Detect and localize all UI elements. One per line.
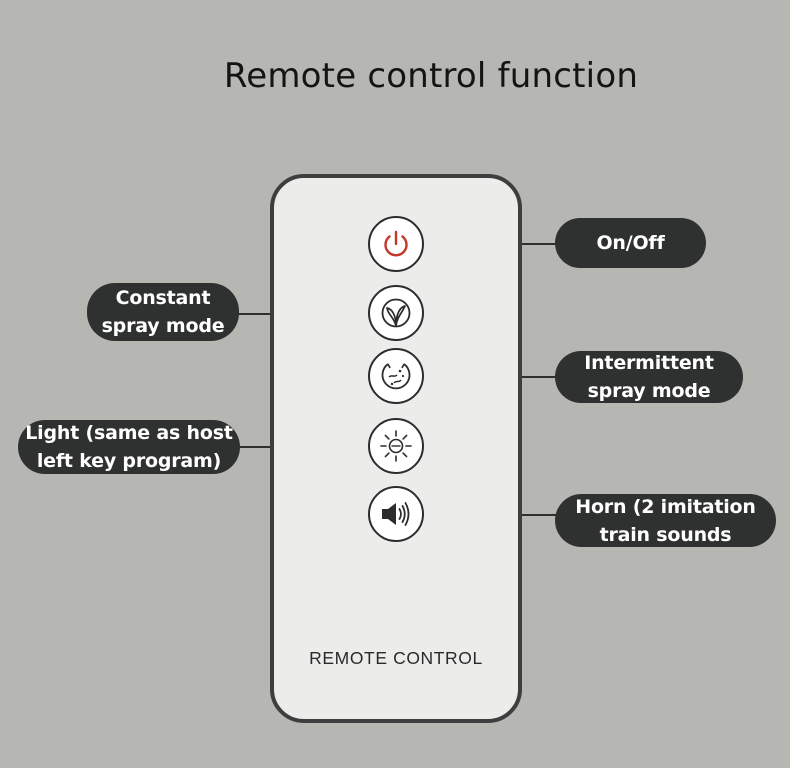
power-icon — [378, 226, 414, 262]
callout-on-off-text: On/Off — [596, 232, 665, 254]
remote-brand-label: REMOTE CONTROL — [309, 648, 483, 668]
light-icon — [376, 426, 416, 466]
callout-constant-spray: Constant spray mode — [87, 283, 239, 341]
intermittent-spray-button[interactable] — [368, 348, 424, 404]
horn-button[interactable] — [368, 486, 424, 542]
callout-intermittent-spray: Intermittent spray mode — [555, 351, 743, 403]
light-button[interactable] — [368, 418, 424, 474]
page-title: Remote control function — [223, 56, 639, 96]
callout-intermittent-spray-text: Intermittent spray mode — [584, 352, 714, 402]
callout-horn: Horn (2 imitation train sounds — [555, 494, 776, 547]
callout-light: Light (same as host left key program) — [18, 420, 240, 474]
callout-on-off: On/Off — [555, 218, 706, 268]
constant-spray-icon — [376, 293, 416, 333]
callout-horn-text: Horn (2 imitation train sounds — [575, 495, 756, 546]
intermittent-spray-icon — [376, 356, 416, 396]
horn-speaker-icon — [376, 494, 416, 534]
callout-constant-spray-text: Constant spray mode — [101, 287, 225, 337]
power-button[interactable] — [368, 216, 424, 272]
constant-spray-button[interactable] — [368, 285, 424, 341]
callout-light-text: Light (same as host left key program) — [25, 422, 233, 472]
